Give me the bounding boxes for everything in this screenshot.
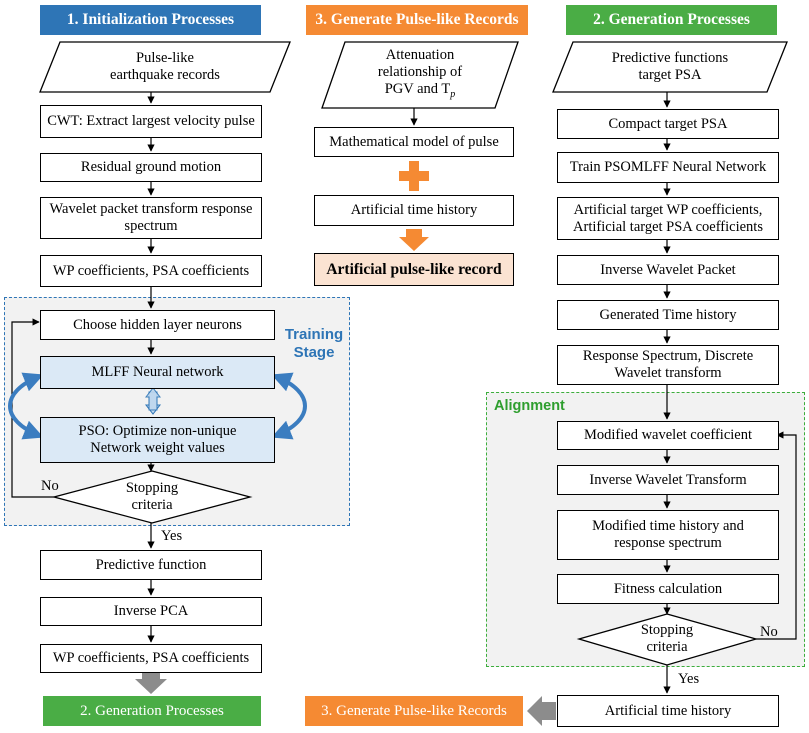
left-no-label: No	[41, 478, 59, 494]
generated-time-history-step: Generated Time history	[557, 300, 779, 330]
records-input-shape	[39, 41, 291, 93]
left-stopping-diamond	[51, 470, 253, 524]
banner-generate-pulse: 3. Generate Pulse-like Records	[306, 5, 528, 35]
predictive-input-shape	[552, 41, 788, 93]
wp-coefficients-step: WP coefficients, PSA coefficients	[40, 255, 262, 287]
gray-left-arrow-icon	[527, 696, 556, 726]
math-model-step: Mathematical model of pulse	[314, 127, 514, 157]
train-psomlff-step: Train PSOMLFF Neural Network	[557, 152, 779, 183]
right-yes-label: Yes	[678, 671, 700, 687]
alignment-label: Alignment	[494, 398, 565, 414]
inverse-wavelet-transform-step: Inverse Wavelet Transform	[557, 465, 779, 495]
double-arrow-icon	[144, 387, 162, 415]
left-yes-label: Yes	[161, 528, 183, 544]
fitness-calculation-step: Fitness calculation	[557, 574, 779, 604]
attenuation-input-text: Attenuation relationship of PGV and Tp	[377, 47, 463, 100]
down-arrow-icon	[399, 229, 429, 251]
banner-generation: 2. Generation Processes	[566, 5, 777, 35]
predictive-function-step: Predictive function	[40, 550, 262, 580]
gray-down-arrow-icon	[135, 673, 167, 694]
bottom-generate-pulse-banner: 3. Generate Pulse-like Records	[305, 696, 523, 726]
banner-initialization: 1. Initialization Processes	[40, 5, 261, 35]
attenuation-input-shape	[321, 41, 519, 109]
residual-step: Residual ground motion	[40, 153, 262, 182]
inverse-pca-step: Inverse PCA	[40, 597, 262, 626]
cwt-step: CWT: Extract largest velocity pulse	[40, 105, 262, 138]
bottom-generation-banner: 2. Generation Processes	[43, 696, 261, 726]
hidden-neurons-step: Choose hidden layer neurons	[40, 310, 275, 340]
mlff-network-step: MLFF Neural network	[40, 356, 275, 389]
modified-coefficient-step: Modified wavelet coefficient	[557, 421, 779, 450]
final-artificial-time-history: Artificial time history	[557, 695, 779, 727]
artificial-coefficients-step: Artificial target WP coefficients,Artifi…	[557, 197, 779, 240]
compact-psa-step: Compact target PSA	[557, 109, 779, 139]
inverse-wavelet-packet-step: Inverse Wavelet Packet	[557, 255, 779, 285]
artificial-time-history-step: Artificial time history	[314, 195, 514, 226]
plus-icon	[399, 161, 429, 191]
artificial-pulse-record-output: Artificial pulse-like record	[314, 253, 514, 286]
wp-coefficients-final-step: WP coefficients, PSA coefficients	[40, 644, 262, 673]
right-no-label: No	[760, 624, 778, 640]
